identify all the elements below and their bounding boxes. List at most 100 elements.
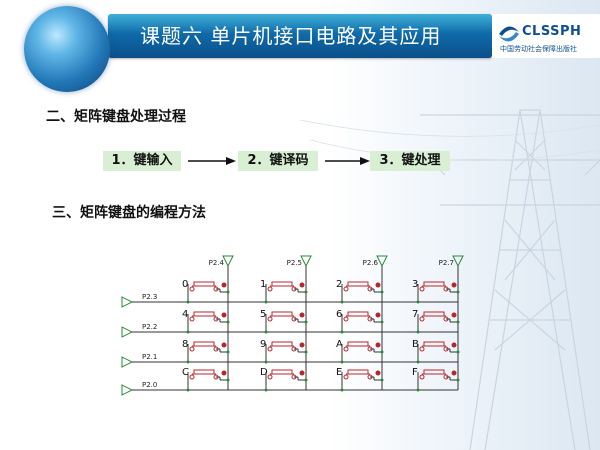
row-input-triangle bbox=[121, 296, 134, 308]
column-input-triangle bbox=[222, 255, 234, 268]
switch-terminal bbox=[189, 374, 195, 380]
publisher-logo bbox=[492, 14, 600, 58]
junction-dot bbox=[264, 300, 268, 304]
junction-dot bbox=[304, 290, 308, 294]
junction-dot bbox=[304, 350, 308, 354]
key-label: 4 bbox=[182, 309, 188, 320]
switch-bar bbox=[423, 311, 445, 317]
column-label: P2.4 bbox=[209, 259, 225, 267]
globe-icon bbox=[24, 6, 110, 92]
junction-dot bbox=[456, 378, 460, 382]
junction-dot bbox=[264, 388, 268, 392]
row-label: P2.0 bbox=[142, 381, 157, 389]
key-label: F bbox=[412, 367, 418, 378]
switch-bar bbox=[193, 341, 215, 347]
section-title-process: 二、矩阵键盘处理过程 bbox=[46, 109, 186, 125]
switch-terminal bbox=[419, 286, 425, 292]
flow-step-input: 1．键输入 bbox=[103, 151, 181, 171]
column-input-triangle bbox=[376, 255, 388, 268]
switch-terminal bbox=[419, 316, 425, 322]
switch-terminal bbox=[267, 286, 273, 292]
key-label: 2 bbox=[336, 279, 342, 290]
junction-dot bbox=[304, 378, 308, 382]
switch-dot bbox=[451, 370, 457, 376]
switch-bar bbox=[193, 281, 215, 287]
junction-dot bbox=[226, 290, 230, 294]
switch-bar bbox=[193, 369, 215, 375]
switch-terminal bbox=[419, 374, 425, 380]
junction-dot bbox=[380, 290, 384, 294]
switch-dot bbox=[451, 312, 457, 318]
switch-bar bbox=[347, 341, 369, 347]
switch-terminal bbox=[267, 346, 273, 352]
switch-dot bbox=[299, 312, 305, 318]
junction-dot bbox=[456, 350, 460, 354]
title-banner bbox=[108, 14, 492, 58]
key-label: C bbox=[182, 367, 189, 378]
switch-terminal bbox=[419, 346, 425, 352]
column-input-triangle bbox=[452, 255, 464, 268]
switch-dot bbox=[375, 312, 381, 318]
switch-terminal bbox=[343, 346, 349, 352]
junction-dot bbox=[456, 290, 460, 294]
junction-dot bbox=[416, 388, 420, 392]
switch-dot bbox=[221, 370, 227, 376]
switch-dot bbox=[299, 370, 305, 376]
junction-dot bbox=[186, 300, 190, 304]
switch-terminal bbox=[267, 316, 273, 322]
junction-dot bbox=[340, 330, 344, 334]
switch-bar bbox=[347, 281, 369, 287]
key-label: 7 bbox=[412, 309, 418, 320]
key-label: D bbox=[260, 367, 268, 378]
logo-text: CLSSPH bbox=[522, 24, 582, 39]
column-label: P2.6 bbox=[363, 259, 379, 267]
switch-terminal bbox=[189, 346, 195, 352]
switch-dot bbox=[299, 282, 305, 288]
switch-dot bbox=[221, 312, 227, 318]
switch-bar bbox=[271, 281, 293, 287]
switch-bar bbox=[271, 341, 293, 347]
section-title-programming: 三、矩阵键盘的编程方法 bbox=[52, 205, 206, 221]
switch-bar bbox=[271, 369, 293, 375]
switch-terminal bbox=[189, 316, 195, 322]
row-input-triangle bbox=[121, 356, 134, 368]
column-input-triangle bbox=[300, 255, 312, 268]
switch-bar bbox=[423, 341, 445, 347]
switch-dot bbox=[221, 282, 227, 288]
switch-bar bbox=[423, 281, 445, 287]
switch-bar bbox=[347, 369, 369, 375]
row-input-triangle bbox=[121, 384, 134, 396]
switch-bar bbox=[423, 369, 445, 375]
switch-terminal bbox=[343, 374, 349, 380]
switch-bar bbox=[271, 311, 293, 317]
junction-dot bbox=[186, 360, 190, 364]
switch-dot bbox=[375, 282, 381, 288]
switch-terminal bbox=[343, 286, 349, 292]
switch-dot bbox=[375, 370, 381, 376]
logo-subtitle: 中国劳动社会保障出版社 bbox=[500, 45, 577, 53]
swirl-logo-icon bbox=[499, 26, 519, 42]
junction-dot bbox=[304, 320, 308, 324]
switch-dot bbox=[451, 342, 457, 348]
junction-dot bbox=[340, 300, 344, 304]
junction-dot bbox=[456, 320, 460, 324]
switch-terminal bbox=[267, 374, 273, 380]
junction-dot bbox=[380, 320, 384, 324]
row-label: P2.3 bbox=[142, 293, 157, 301]
row-label: P2.1 bbox=[142, 353, 157, 361]
switch-terminal bbox=[343, 316, 349, 322]
switch-dot bbox=[451, 282, 457, 288]
junction-dot bbox=[380, 350, 384, 354]
junction-dot bbox=[186, 388, 190, 392]
junction-dot bbox=[226, 378, 230, 382]
key-label: 9 bbox=[260, 339, 266, 350]
switch-bar bbox=[347, 311, 369, 317]
flow-step-handle: 3．键处理 bbox=[370, 151, 450, 171]
slide-header: 课题六 单片机接口电路及其应用 CLSSPH 中国劳动社会保障出版社 bbox=[0, 0, 600, 92]
junction-dot bbox=[226, 320, 230, 324]
switch-dot bbox=[375, 342, 381, 348]
switch-bar bbox=[193, 311, 215, 317]
junction-dot bbox=[340, 388, 344, 392]
row-input-triangle bbox=[121, 326, 134, 338]
